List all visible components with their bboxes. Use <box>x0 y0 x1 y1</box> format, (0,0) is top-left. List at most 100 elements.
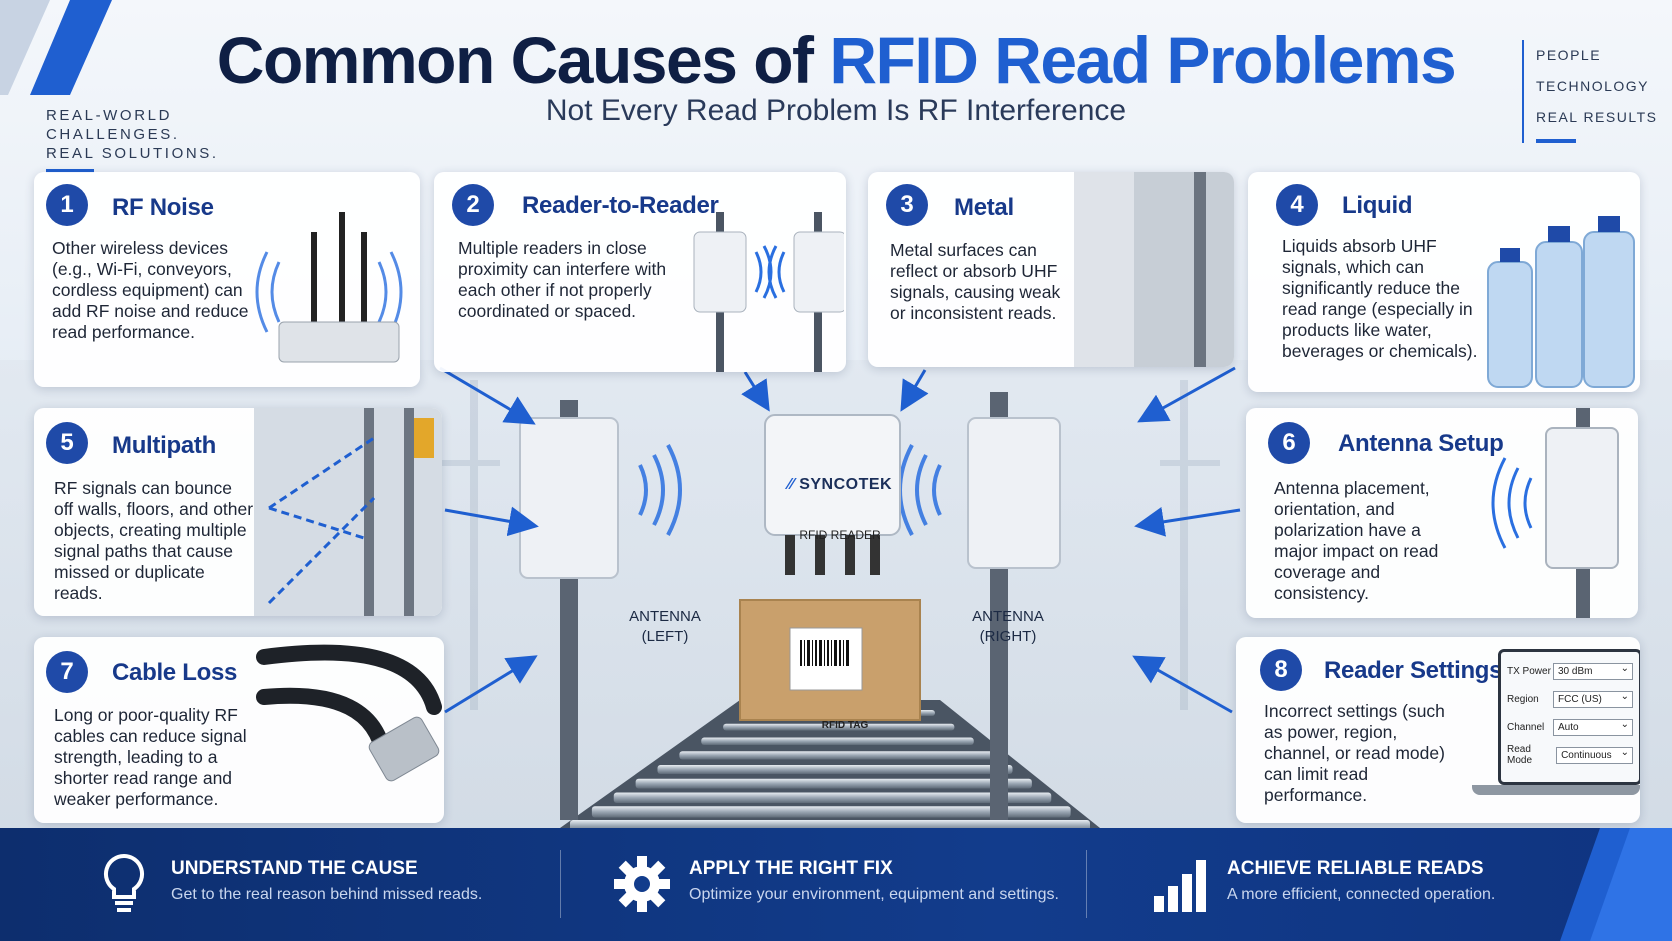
water-bottles-icon <box>1487 216 1635 388</box>
card-title: Multipath <box>112 432 216 459</box>
setting-label: TX Power <box>1507 665 1551 677</box>
tagline-underline <box>46 169 94 173</box>
right-list: PEOPLE TECHNOLOGY REAL RESULTS <box>1522 40 1657 143</box>
brand-slash-icon: ∕∕ <box>787 476 795 493</box>
card-reader-to-reader: 2 Reader-to-Reader Multiple readers in c… <box>434 172 846 372</box>
card-metal: 3 Metal Metal surfaces can reflect or ab… <box>868 172 1234 367</box>
card-multipath: 5 Multipath RF signals can bounce off wa… <box>34 408 442 616</box>
wifi-router-icon <box>255 212 403 363</box>
setting-value: Auto <box>1558 721 1579 733</box>
antenna-right-label-line-1: ANTENNA <box>972 608 1044 625</box>
footer-subtext: Optimize your environment, equipment and… <box>689 886 1059 903</box>
conveyor-roller <box>635 778 1032 789</box>
card-body: Multiple readers in close proximity can … <box>458 238 667 321</box>
setting-select[interactable]: FCC (US) ⌄ <box>1553 690 1633 708</box>
right-list-item-technology: TECHNOLOGY <box>1536 78 1650 94</box>
setting-label: Region <box>1507 693 1539 705</box>
footer-divider <box>560 850 561 918</box>
coax-cable-icon <box>256 644 442 782</box>
setting-label: Read Mode <box>1507 744 1533 766</box>
center-scene <box>519 392 1061 820</box>
antenna-left-label-line-2: (LEFT) <box>641 628 689 645</box>
card-number: 3 <box>886 184 928 226</box>
conveyor-roller <box>657 765 1013 774</box>
tagline-line-3: REAL SOLUTIONS. <box>46 145 219 162</box>
antenna-right-label: ANTENNA (RIGHT) <box>963 607 1053 647</box>
card-number: 6 <box>1268 422 1310 464</box>
card-body: Other wireless devices (e.g., Wi-Fi, con… <box>52 238 249 342</box>
card-rf-noise: 1 RF Noise Other wireless devices (e.g.,… <box>34 172 420 387</box>
card-title: Cable Loss <box>112 659 238 686</box>
footer-item-understand: UNDERSTAND THE CAUSE Get to the real rea… <box>96 828 556 941</box>
conveyor-roller <box>591 806 1071 818</box>
setting-value: Continuous <box>1561 749 1612 761</box>
footer-item-fix: APPLY THE RIGHT FIX Optimize your enviro… <box>614 828 1084 941</box>
right-antenna <box>967 417 1061 569</box>
setting-value: FCC (US) <box>1558 693 1602 705</box>
footer-subtext: Get to the real reason behind missed rea… <box>171 886 483 903</box>
card-body: Liquids absorb UHF signals, which can si… <box>1282 236 1478 361</box>
card-number: 4 <box>1276 184 1318 226</box>
setting-value: 30 dBm <box>1558 665 1593 677</box>
page-title: Common Causes of RFID Read Problems <box>0 22 1672 98</box>
reader-brand: ∕∕ SYNCOTEK <box>760 476 920 494</box>
footer-heading: UNDERSTAND THE CAUSE <box>171 858 418 879</box>
card-title: Reader-to-Reader <box>522 192 719 219</box>
footer-subtext: A more efficient, connected operation. <box>1227 886 1496 903</box>
settings-panel: TX Power 30 dBm ⌄ Region FCC (US) ⌄ Channel Aut… <box>1498 649 1640 785</box>
shelving-bounce-icon <box>254 408 442 616</box>
conveyor-roller <box>679 751 994 760</box>
card-antenna-setup: 6 Antenna Setup Antenna placement, orien… <box>1246 408 1638 618</box>
right-list-item-results: REAL RESULTS <box>1536 109 1658 125</box>
card-number: 7 <box>46 651 88 693</box>
card-number: 1 <box>46 184 88 226</box>
chevron-down-icon: ⌄ <box>1620 690 1629 702</box>
card-title: Liquid <box>1342 192 1413 219</box>
right-list-item-people: PEOPLE <box>1536 47 1602 63</box>
card-body: Metal surfaces can reflect or absorb UHF… <box>890 240 1061 323</box>
two-readers-icon <box>693 212 844 372</box>
card-title: RF Noise <box>112 194 214 221</box>
card-number: 2 <box>452 184 494 226</box>
right-list-underline <box>1536 139 1576 143</box>
chevron-down-icon: ⌄ <box>1620 718 1629 730</box>
card-body: Incorrect settings (such as power, regio… <box>1264 701 1445 805</box>
setting-select[interactable]: Continuous ⌄ <box>1556 746 1633 764</box>
tagline: REAL-WORLD CHALLENGES. REAL SOLUTIONS. <box>46 106 219 173</box>
card-title: Reader Settings <box>1324 657 1503 684</box>
settings-row: TX Power 30 dBm ⌄ <box>1501 658 1639 684</box>
settings-row: Region FCC (US) ⌄ <box>1501 686 1639 712</box>
page-subtitle: Not Every Read Problem Is RF Interferenc… <box>545 94 1127 127</box>
title-part-1: Common Causes of <box>216 23 814 97</box>
card-reader-settings: 8 Reader Settings Incorrect settings (su… <box>1236 637 1640 823</box>
corner-stripes <box>0 0 112 95</box>
footer-divider <box>1086 850 1087 918</box>
metal-surface-icon <box>1074 172 1234 367</box>
card-body: Antenna placement, orientation, and pola… <box>1274 478 1439 603</box>
footer-banner: UNDERSTAND THE CAUSE Get to the real rea… <box>0 828 1672 941</box>
rfid-reader-device <box>764 414 901 536</box>
footer-corner-stripe <box>1560 828 1672 941</box>
tagline-line-2: CHALLENGES. <box>46 126 180 143</box>
reader-brand-text: SYNCOTEK <box>799 476 893 493</box>
setting-select[interactable]: Auto ⌄ <box>1553 718 1633 736</box>
title-part-2: RFID Read Problems <box>829 23 1456 97</box>
footer-heading: APPLY THE RIGHT FIX <box>689 858 893 879</box>
card-liquid: 4 Liquid Liquids absorb UHF signals, whi… <box>1248 172 1640 392</box>
conveyor-roller <box>613 792 1052 803</box>
chevron-down-icon: ⌄ <box>1620 746 1629 758</box>
chevron-down-icon: ⌄ <box>1620 662 1629 674</box>
card-title: Metal <box>954 194 1014 221</box>
settings-row: Channel Auto ⌄ <box>1501 714 1639 740</box>
conveyor-roller <box>701 737 974 745</box>
antenna-icon <box>1491 408 1619 618</box>
settings-row: Read Mode Continuous ⌄ <box>1501 742 1639 768</box>
lightbulb-icon <box>103 853 145 912</box>
setting-select[interactable]: 30 dBm ⌄ <box>1553 662 1633 680</box>
conveyor-roller <box>723 723 955 731</box>
card-title: Antenna Setup <box>1338 430 1504 457</box>
footer-heading: ACHIEVE RELIABLE READS <box>1227 858 1484 879</box>
setting-label: Channel <box>1507 721 1545 733</box>
antenna-right-label-line-2: (RIGHT) <box>979 628 1037 645</box>
rfid-tag-label: RFID TAG <box>821 720 869 731</box>
